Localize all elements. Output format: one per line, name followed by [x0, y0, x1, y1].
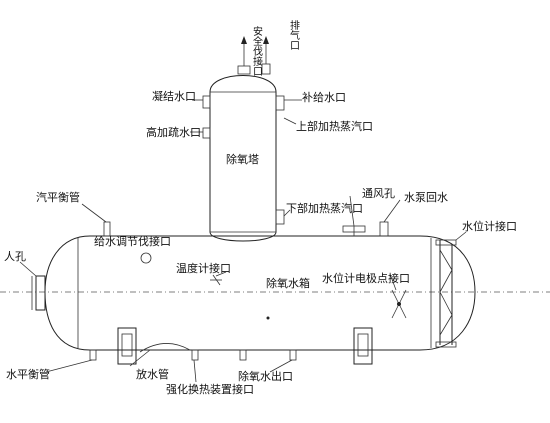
water-balance-label: 水平衡管 — [6, 367, 50, 381]
feed-valve-flange — [140, 252, 152, 264]
vent-hole-label: 通风孔 — [362, 187, 395, 200]
bottom-nozzles — [89, 349, 297, 361]
enhanced-heating-label: 强化换热装置接口 — [166, 382, 254, 396]
level-electrode-label: 水位计电极点接口 — [322, 271, 410, 285]
drain-pipe-label: 放水管 — [136, 367, 169, 381]
makeup-water-label: 补给水口 — [302, 91, 346, 104]
feed-regulating-valve-label: 给水调节伐接口 — [94, 235, 171, 248]
tank-top-nozzles — [103, 221, 389, 237]
electrode-connection — [391, 289, 407, 319]
leader-lines — [19, 99, 467, 383]
pump-return-label: 水泵回水 — [404, 191, 448, 204]
safety-valve-label: 安全伐接口 — [251, 25, 263, 76]
deaerator-tank-label: 除氧水箱 — [266, 276, 310, 290]
support-saddles — [117, 327, 373, 365]
tank-center-mark — [266, 316, 270, 320]
steam-balance-label: 汽平衡管 — [36, 190, 80, 204]
level-gauge-assembly — [435, 239, 457, 348]
lower-steam-label: 下部加热蒸汽口 — [286, 201, 363, 215]
deaerated-outlet-label: 除氧水出口 — [238, 369, 293, 383]
vent-label: 排气口 — [288, 19, 300, 50]
deaerator-tower-label: 除氧塔 — [226, 152, 259, 166]
upper-steam-label: 上部加热蒸汽口 — [296, 119, 373, 133]
manhole-label: 人孔 — [4, 250, 26, 263]
temp-gauge-label: 温度计接口 — [176, 261, 231, 275]
level-gauge-label: 水位计接口 — [462, 219, 517, 233]
manhole-flange — [31, 275, 46, 311]
deaerator-tower — [202, 36, 285, 242]
hp-drain-label: 高加疏水口 — [146, 125, 201, 139]
deaerator-tank — [44, 235, 476, 351]
drain-pipe-shape — [139, 343, 191, 353]
condensate-label: 凝结水口 — [152, 89, 196, 103]
